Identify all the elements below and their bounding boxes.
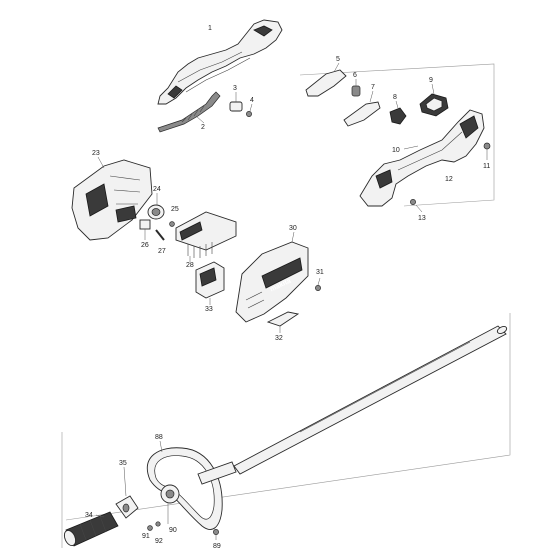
part-1-handle-housing bbox=[157, 19, 283, 105]
callout-26: 26 bbox=[141, 242, 149, 249]
part-28-controller bbox=[175, 211, 237, 262]
callout-28: 28 bbox=[186, 262, 194, 269]
callout-27: 27 bbox=[158, 248, 166, 255]
part-11-screw bbox=[483, 142, 491, 160]
callout-8: 8 bbox=[393, 94, 397, 101]
callout-13: 13 bbox=[418, 215, 426, 222]
part-13-screw bbox=[410, 199, 423, 213]
part-6-spring bbox=[351, 79, 361, 97]
callout-92: 92 bbox=[155, 538, 163, 545]
callout-2: 2 bbox=[201, 124, 205, 131]
shaft-tube bbox=[233, 325, 508, 475]
callout-11: 11 bbox=[483, 163, 490, 170]
part-31-screw bbox=[315, 277, 321, 291]
callout-33: 33 bbox=[205, 306, 213, 313]
part-30-front-housing: makita bbox=[235, 231, 309, 323]
callout-89: 89 bbox=[213, 543, 221, 550]
callout-34: 34 bbox=[85, 512, 93, 519]
assembly-frame bbox=[61, 63, 511, 548]
part-26-block bbox=[139, 219, 151, 240]
part-9-switch-cover bbox=[419, 83, 449, 117]
part-3-clip bbox=[229, 92, 243, 112]
callout-30: 30 bbox=[289, 225, 297, 232]
part-8-bracket bbox=[389, 100, 407, 125]
part-35-end-cap bbox=[115, 466, 139, 519]
callout-7: 7 bbox=[371, 84, 375, 91]
callout-5: 5 bbox=[336, 56, 340, 63]
callout-10: 10 bbox=[392, 147, 400, 154]
part-4-screw bbox=[246, 103, 253, 117]
part-88-loop-handle bbox=[147, 440, 237, 530]
part-23-rear-housing bbox=[71, 156, 153, 241]
part-25-screw bbox=[169, 221, 175, 227]
callout-91: 91 bbox=[142, 533, 150, 540]
callout-12: 12 bbox=[445, 176, 453, 183]
part-2-lever-spring bbox=[157, 91, 221, 133]
part-7-lock-lever bbox=[343, 90, 381, 127]
callout-labels: 1 2 3 4 5 6 7 8 9 10 11 12 13 23 24 25 2… bbox=[85, 25, 490, 550]
callout-90: 90 bbox=[169, 527, 177, 534]
callout-31: 31 bbox=[316, 269, 324, 276]
part-24-ring bbox=[147, 193, 165, 220]
callout-1: 1 bbox=[208, 25, 212, 32]
part-33-terminal bbox=[195, 261, 225, 305]
part-34-grip bbox=[63, 511, 119, 547]
part-91-screw bbox=[147, 525, 153, 531]
callout-6: 6 bbox=[353, 72, 357, 79]
part-89-screw bbox=[213, 529, 219, 540]
callout-24: 24 bbox=[153, 186, 161, 193]
part-92-screw bbox=[155, 521, 161, 527]
callout-25: 25 bbox=[171, 206, 179, 213]
callout-9: 9 bbox=[429, 77, 433, 84]
callout-32: 32 bbox=[275, 335, 283, 342]
part-27-pin bbox=[155, 229, 165, 241]
part-32-label bbox=[266, 311, 300, 333]
callout-35: 35 bbox=[119, 460, 127, 467]
part-90-clamp bbox=[160, 484, 180, 524]
callout-3: 3 bbox=[233, 85, 237, 92]
callout-23: 23 bbox=[92, 150, 100, 157]
callout-4: 4 bbox=[250, 97, 254, 104]
callout-88: 88 bbox=[155, 434, 163, 441]
part-12-lower-housing bbox=[359, 109, 485, 207]
part-5-trigger bbox=[305, 62, 347, 97]
